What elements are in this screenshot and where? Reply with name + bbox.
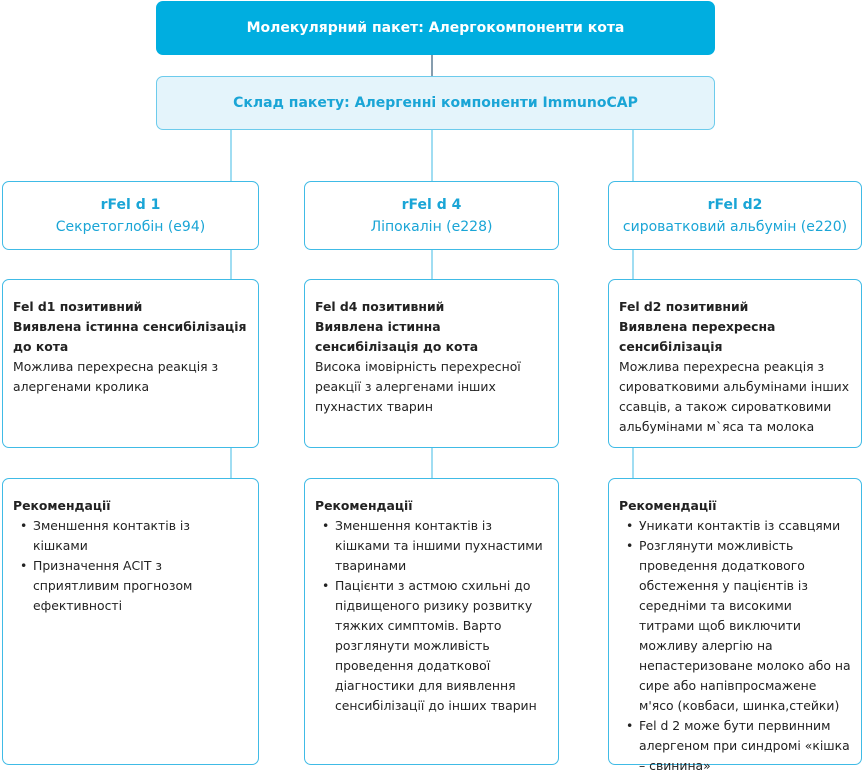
recommendations-title: Рекомендації — [619, 498, 717, 513]
info-title-line: Виявлена перехресна сенсибілізація — [619, 319, 776, 354]
recommendation-item: Пацієнти з астмою схильні до підвищеного… — [322, 576, 548, 716]
component-desc: Секретоглобін (e94) — [55, 218, 206, 235]
info-title-line: Fel d1 позитивний — [13, 299, 143, 314]
recommendations-list: Зменшення контактів із кішками Призначен… — [13, 516, 248, 616]
recommendation-item: Зменшення контактів із кішками та іншими… — [322, 516, 548, 576]
recommendations-box-fel-d2: Рекомендації Уникати контактів із ссавця… — [608, 478, 862, 773]
recommendation-item: Fel d 2 може бути первинним алергеном пр… — [626, 716, 851, 776]
recommendation-item: Призначення АСІТ з сприятливим прогнозом… — [20, 556, 248, 616]
info-box-fel-d4: Fel d4 позитивний Виявлена істинна сенси… — [304, 279, 559, 448]
recommendations-title: Рекомендації — [315, 498, 413, 513]
component-desc: сироватковий альбумін (e220) — [622, 218, 848, 235]
info-box-fel-d1: Fel d1 позитивний Виявлена істинна сенси… — [2, 279, 259, 448]
info-text: Висока імовірність перехресної реакції з… — [315, 359, 521, 414]
package-composition-box: Склад пакету: Алергенні компоненти Immun… — [156, 76, 715, 130]
recommendations-list: Уникати контактів із ссавцями Розглянути… — [619, 516, 851, 776]
component-box-fel-d1: rFel d 1 Секретоглобін (e94) — [2, 181, 259, 250]
recommendations-box-fel-d1: Рекомендації Зменшення контактів із кішк… — [2, 478, 259, 765]
info-title-line: Fel d4 позитивний — [315, 299, 445, 314]
info-title-line: Виявлена істинна сенсибілізація до кота — [13, 319, 247, 354]
recommendation-item: Розглянути можливість проведення додатко… — [626, 536, 851, 716]
info-text: Можлива перехресна реакція з алергенами … — [13, 359, 219, 394]
package-title-box: Молекулярний пакет: Алергокомпоненти кот… — [156, 1, 715, 55]
recommendations-list: Зменшення контактів із кішками та іншими… — [315, 516, 548, 716]
recommendation-item: Зменшення контактів із кішками — [20, 516, 248, 556]
recommendations-title: Рекомендації — [13, 498, 111, 513]
component-box-fel-d4: rFel d 4 Ліпокалін (e228) — [304, 181, 559, 250]
recommendation-item: Уникати контактів із ссавцями — [626, 516, 851, 536]
info-text: Можлива перехресна реакція з сироваткови… — [619, 359, 850, 434]
package-composition-title: Склад пакету: Алергенні компоненти Immun… — [233, 95, 638, 111]
info-title-line: Виявлена істинна сенсибілізація до кота — [315, 319, 479, 354]
component-box-fel-d2: rFel d2 сироватковий альбумін (e220) — [608, 181, 862, 250]
component-name: rFel d 1 — [100, 196, 161, 213]
component-name: rFel d2 — [707, 196, 763, 213]
info-title-line: Fel d2 позитивний — [619, 299, 749, 314]
info-box-fel-d2: Fel d2 позитивний Виявлена перехресна се… — [608, 279, 862, 448]
component-name: rFel d 4 — [401, 196, 462, 213]
recommendations-box-fel-d4: Рекомендації Зменшення контактів із кішк… — [304, 478, 559, 765]
component-desc: Ліпокалін (e228) — [370, 218, 493, 235]
package-title: Молекулярний пакет: Алергокомпоненти кот… — [246, 20, 625, 36]
